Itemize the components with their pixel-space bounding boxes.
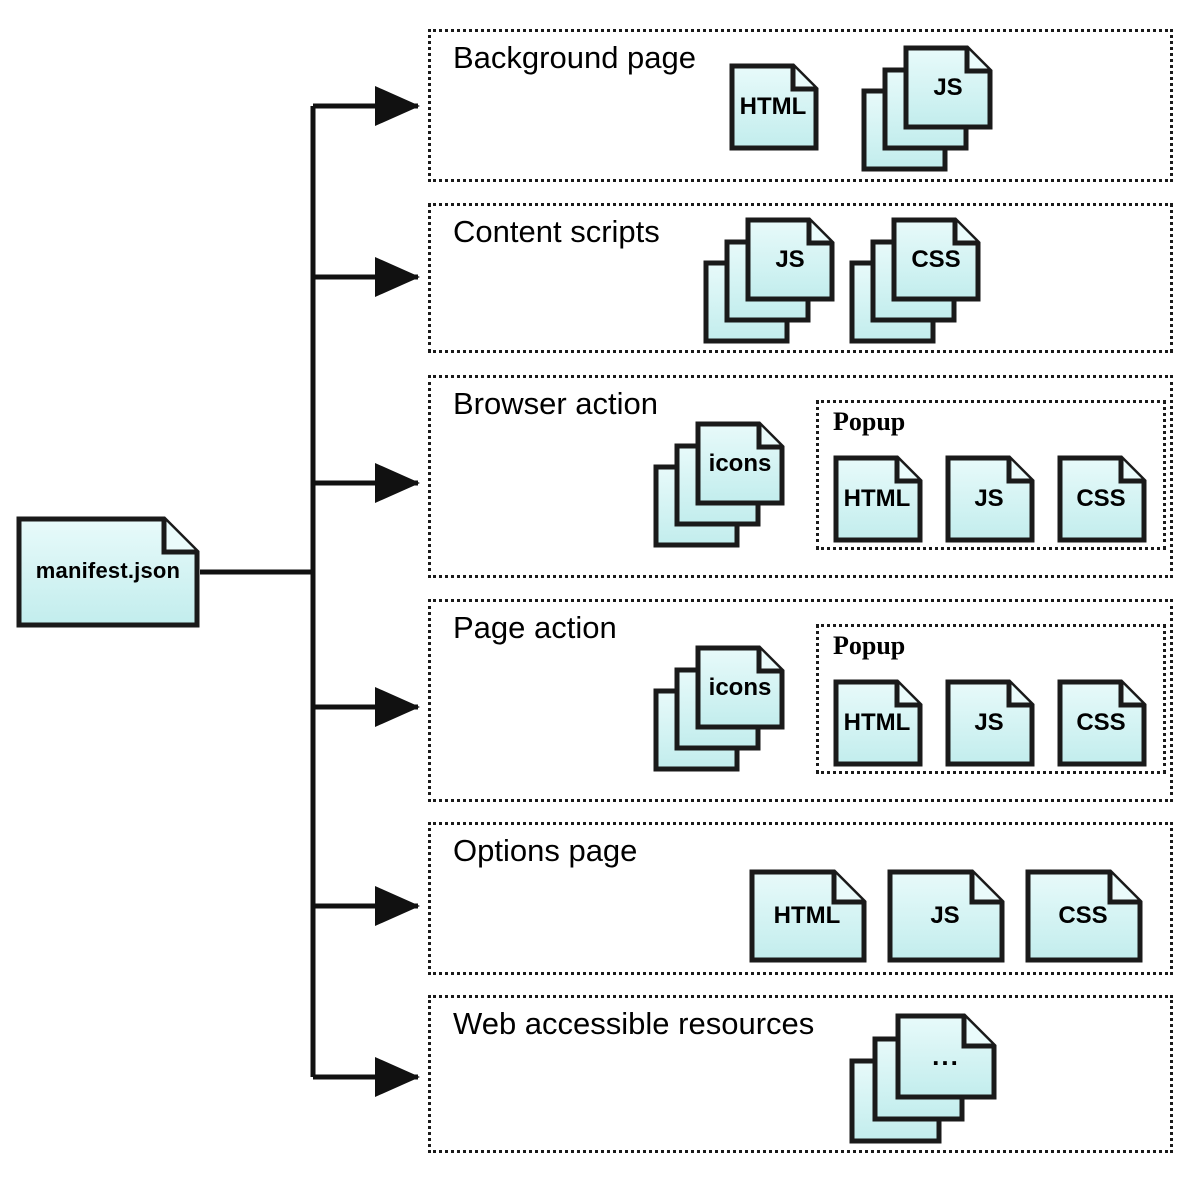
file-stack-icon-icons[interactable]: icons <box>653 420 785 548</box>
file-icon-html[interactable]: HTML <box>833 679 923 767</box>
section-title-page-action: Page action <box>453 610 617 645</box>
section-web-accessible-resources[interactable]: Web accessible resources ... <box>428 995 1173 1153</box>
section-title-content-scripts: Content scripts <box>453 214 660 249</box>
file-icon <box>16 516 200 628</box>
file-stack-icon-js[interactable]: JS <box>703 216 835 344</box>
file-stack-icon-css[interactable]: CSS <box>849 216 981 344</box>
file-icon-js[interactable]: JS <box>945 455 1035 543</box>
file-stack-icon-icons[interactable]: icons <box>653 644 785 772</box>
section-title-options-page: Options page <box>453 833 638 868</box>
file-icon-css[interactable]: CSS <box>1025 869 1143 963</box>
section-title-background-page: Background page <box>453 40 697 75</box>
manifest-json-node[interactable]: manifest.json <box>16 516 200 628</box>
section-background-page[interactable]: Background page HTML JS <box>428 29 1173 182</box>
file-icon-js[interactable]: JS <box>887 869 1005 963</box>
section-title-browser-action: Browser action <box>453 386 659 421</box>
section-page-action[interactable]: Page action icons Popup <box>428 599 1173 802</box>
section-browser-action[interactable]: Browser action icons Popup <box>428 375 1173 578</box>
file-icon-css[interactable]: CSS <box>1057 679 1147 767</box>
popup-box-page-action[interactable]: Popup HTML JS <box>816 624 1166 774</box>
file-stack-icon-ellipsis[interactable]: ... <box>849 1012 997 1144</box>
file-icon-html[interactable]: HTML <box>833 455 923 543</box>
section-options-page[interactable]: Options page HTML JS <box>428 822 1173 975</box>
file-icon-html[interactable]: HTML <box>729 63 819 151</box>
popup-title: Popup <box>833 631 906 660</box>
file-stack-icon-js[interactable]: JS <box>861 44 993 172</box>
popup-title: Popup <box>833 407 906 436</box>
section-content-scripts[interactable]: Content scripts JS CSS <box>428 203 1173 353</box>
popup-box-browser-action[interactable]: Popup HTML JS <box>816 400 1166 550</box>
manifest-json-label: manifest.json <box>35 558 181 583</box>
section-title-web-accessible-resources: Web accessible resources <box>453 1006 815 1041</box>
file-icon-css[interactable]: CSS <box>1057 455 1147 543</box>
file-icon-html[interactable]: HTML <box>749 869 867 963</box>
file-icon-js[interactable]: JS <box>945 679 1035 767</box>
